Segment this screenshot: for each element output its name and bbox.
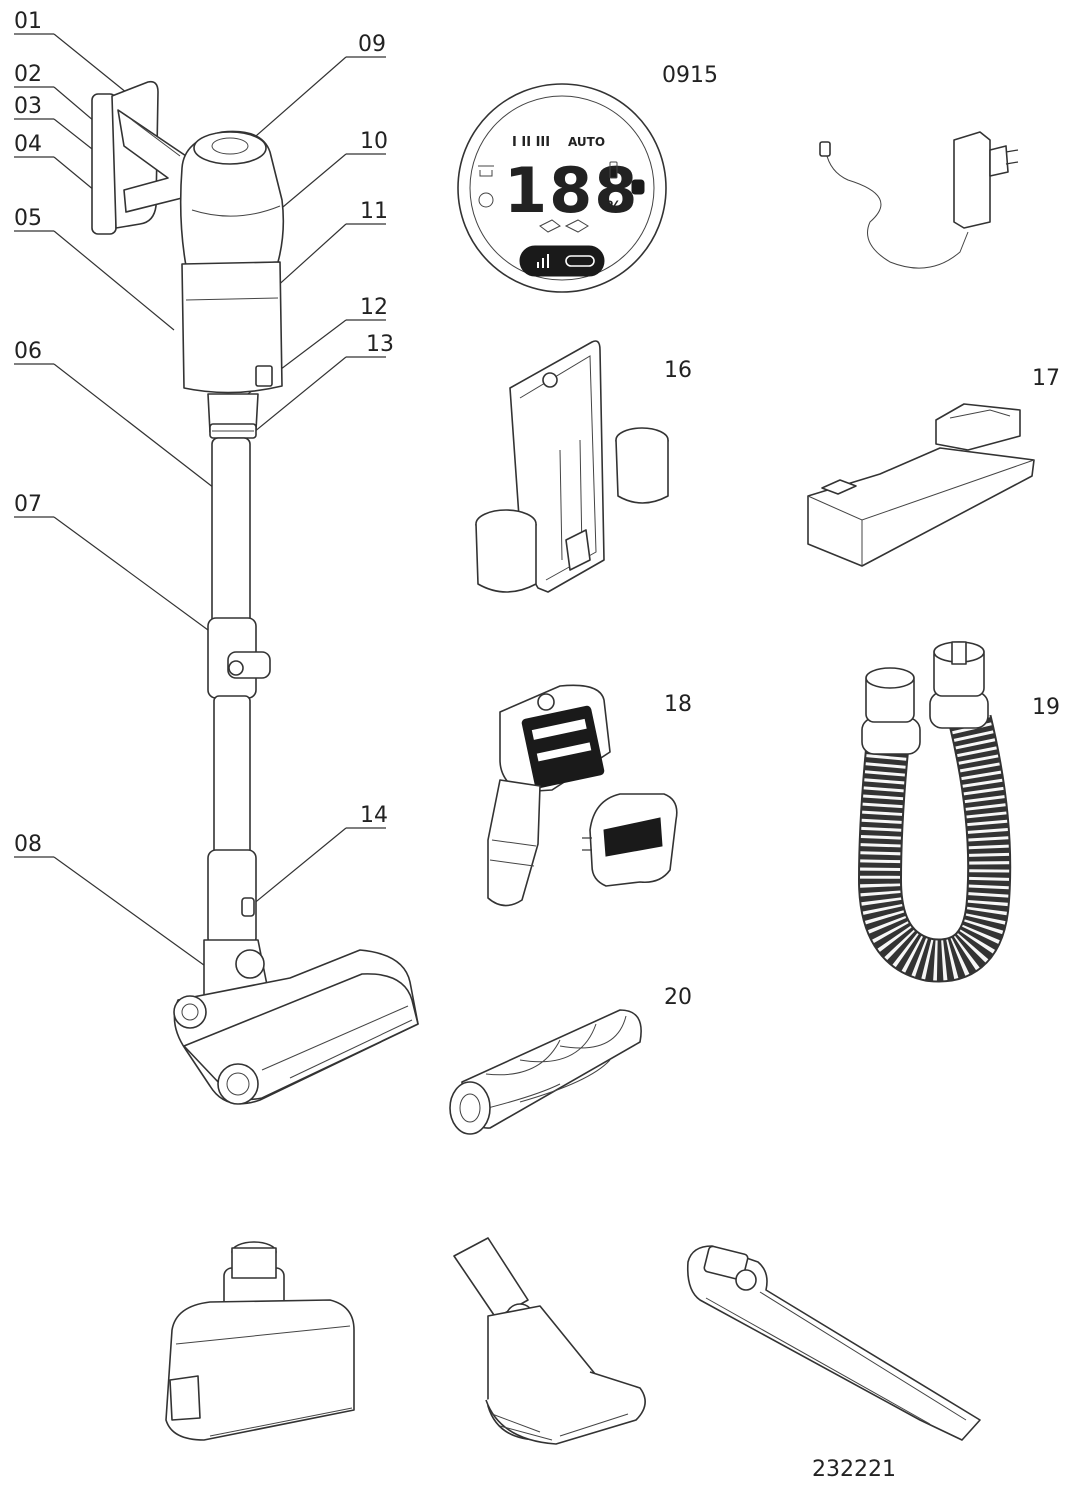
canister-icon [631, 179, 645, 195]
label-14: 14 [251, 803, 388, 906]
svg-text:%: % [606, 197, 622, 216]
label-0915: 0915 [662, 63, 718, 88]
label-16: 16 [664, 358, 692, 383]
display-digits: 188 [504, 154, 639, 227]
label-09: 09 [239, 32, 386, 151]
mini-brush-tool [487, 684, 678, 907]
label-18: 18 [664, 692, 692, 717]
label-04: 04 [14, 132, 113, 206]
svg-text:12: 12 [360, 295, 388, 320]
label-10: 10 [245, 129, 388, 239]
svg-text:02: 02 [14, 62, 42, 87]
motorized-mini-head [165, 1241, 355, 1441]
upholstery-brush-tool [453, 1237, 646, 1445]
svg-text:01: 01 [14, 9, 42, 34]
mode-pill-icon [565, 255, 595, 267]
battery-icon [609, 161, 618, 179]
svg-text:09: 09 [358, 32, 386, 57]
floor-type-icons [539, 219, 589, 233]
wall-mount-bracket [475, 340, 669, 593]
svg-text:08: 08 [14, 832, 42, 857]
charging-base [807, 403, 1035, 567]
label-07: 07 [14, 492, 209, 631]
label-06: 06 [14, 339, 237, 506]
svg-text:03: 03 [14, 94, 42, 119]
label-05: 05 [14, 206, 175, 331]
svg-text:05: 05 [14, 206, 42, 231]
display-panel: I II III AUTO 188 % [457, 83, 667, 293]
label-19: 19 [1032, 695, 1060, 720]
svg-text:14: 14 [360, 803, 388, 828]
vacuum-main-unit [91, 80, 419, 1105]
svg-text:10: 10 [360, 129, 388, 154]
svg-text:I II III: I II III [512, 135, 550, 150]
label-08: 08 [14, 832, 209, 969]
svg-text:13: 13 [366, 332, 394, 357]
svg-text:04: 04 [14, 132, 42, 157]
dustbin-icon [478, 165, 494, 177]
label-232221: 232221 [812, 1457, 896, 1482]
svg-text:11: 11 [360, 199, 388, 224]
label-20: 20 [664, 985, 692, 1010]
charger-adapter [819, 131, 1019, 269]
svg-text:07: 07 [14, 492, 42, 517]
label-01: 01 [14, 9, 149, 111]
flexible-hose [857, 641, 1012, 983]
crevice-tool [686, 1245, 981, 1441]
svg-text:AUTO: AUTO [568, 135, 605, 149]
power-mode-bar [519, 245, 605, 277]
label-17: 17 [1032, 366, 1060, 391]
filter-icon [478, 192, 494, 208]
signal-icon [537, 254, 549, 268]
brush-roll [449, 1009, 642, 1135]
svg-text:06: 06 [14, 339, 42, 364]
label-13: 13 [253, 332, 394, 433]
